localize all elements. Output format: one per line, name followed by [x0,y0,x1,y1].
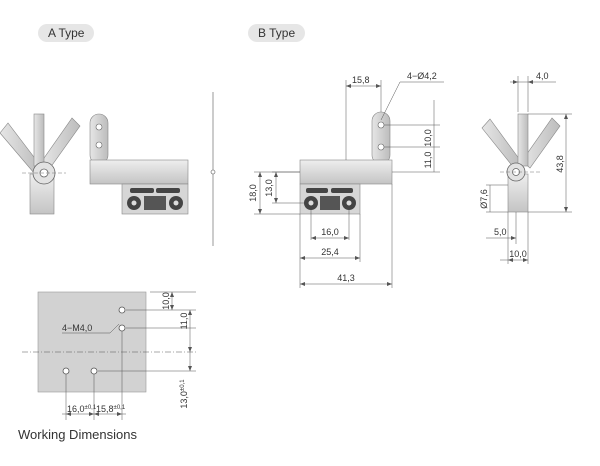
b-side-arm-right [521,117,561,169]
working-dimensions-title: Working Dimensions [18,427,137,442]
dim-16-0-b: 16,0 [321,227,339,237]
working-dimensions-drawing [37,291,147,393]
dim-18-0: 18,0 [248,184,258,202]
b-front-boss-hole-1 [308,200,314,206]
wd-dim-15-8: 15,8±0,1 [96,404,126,414]
dim-15-8-top: 15,8 [352,75,370,85]
wd-dim-13-0-value: 13,0 [179,391,189,409]
b-front-boss-hole-2 [346,200,352,206]
b-type-side-view [481,113,561,213]
wd-dim-11-0: 11,0 [179,313,189,330]
a-type-label: A Type [38,24,95,42]
b-front-arrowheads [258,84,392,286]
wd-arrowheads [66,292,192,416]
dim-4-0-top: 4,0 [536,71,549,81]
b-front-dimension-lines [254,80,444,288]
a-front-slot-1 [130,188,154,193]
dim-41-3: 41,3 [337,273,355,283]
a-front-boss-hole-2 [173,200,179,206]
wd-hole-4 [90,367,98,375]
dim-hole-label: 4−Ø4,2 [407,71,437,81]
a-front-boss-hole-1 [131,200,137,206]
dim-10-0-right-b: 10,0 [423,129,433,147]
dim-5-0: 5,0 [494,227,507,237]
b-front-slot-1 [306,188,328,193]
a-front-slot-2 [156,188,180,193]
wd-plate [37,291,147,393]
wd-dim-13-0: 13,0±0,1 [179,379,189,409]
b-front-hole-1 [377,121,385,129]
b-side-arm-left [481,118,521,169]
a-type-front-view [89,113,189,215]
wd-dim-10-0: 10,0 [161,292,171,310]
wd-hole-1 [118,306,126,314]
a-side-arm-right [41,117,81,169]
wd-hole-2 [118,324,126,332]
wd-dim-15-8-value: 15,8 [96,404,114,414]
dim-13-0-b: 13,0 [264,179,274,197]
b-front-slot-2 [331,188,353,193]
b-type-label: B Type [248,24,306,42]
a-front-hole-1 [95,123,103,131]
b-front-hole-2 [377,143,385,151]
separator-mark [210,169,216,175]
a-front-leaf [89,113,109,165]
dim-dia-7-6: Ø7,6 [479,189,489,209]
wd-dim-16-0: 16,0±0,1 [67,404,97,414]
wd-dim-16-0-value: 16,0 [67,404,85,414]
wd-dim-13-0-tol: ±0,1 [180,379,186,391]
b-side-arrowheads [508,80,568,262]
a-front-hole-2 [95,141,103,149]
dim-25-4: 25,4 [321,247,339,257]
b-side-leaf [517,113,529,167]
a-type-side-view [0,113,81,215]
wd-hole-3 [62,367,70,375]
b-front-barrel [299,159,393,185]
dim-11-0-right-b: 11,0 [423,152,433,169]
dim-10-0-bottom: 10,0 [509,249,527,259]
wd-dim-15-8-tol: ±0,1 [114,405,126,411]
wd-dim-16-0-tol: ±0,1 [85,405,97,411]
b-front-boss-bridge [320,196,340,210]
a-front-barrel [89,159,189,185]
a-front-boss-bridge [144,196,166,210]
a-side-leaf [33,113,45,167]
dim-43-8: 43,8 [555,155,565,173]
b-side-dimension-lines [486,76,572,264]
wd-dimension-lines [22,291,196,420]
wd-m4-label: 4−M4,0 [62,323,92,333]
